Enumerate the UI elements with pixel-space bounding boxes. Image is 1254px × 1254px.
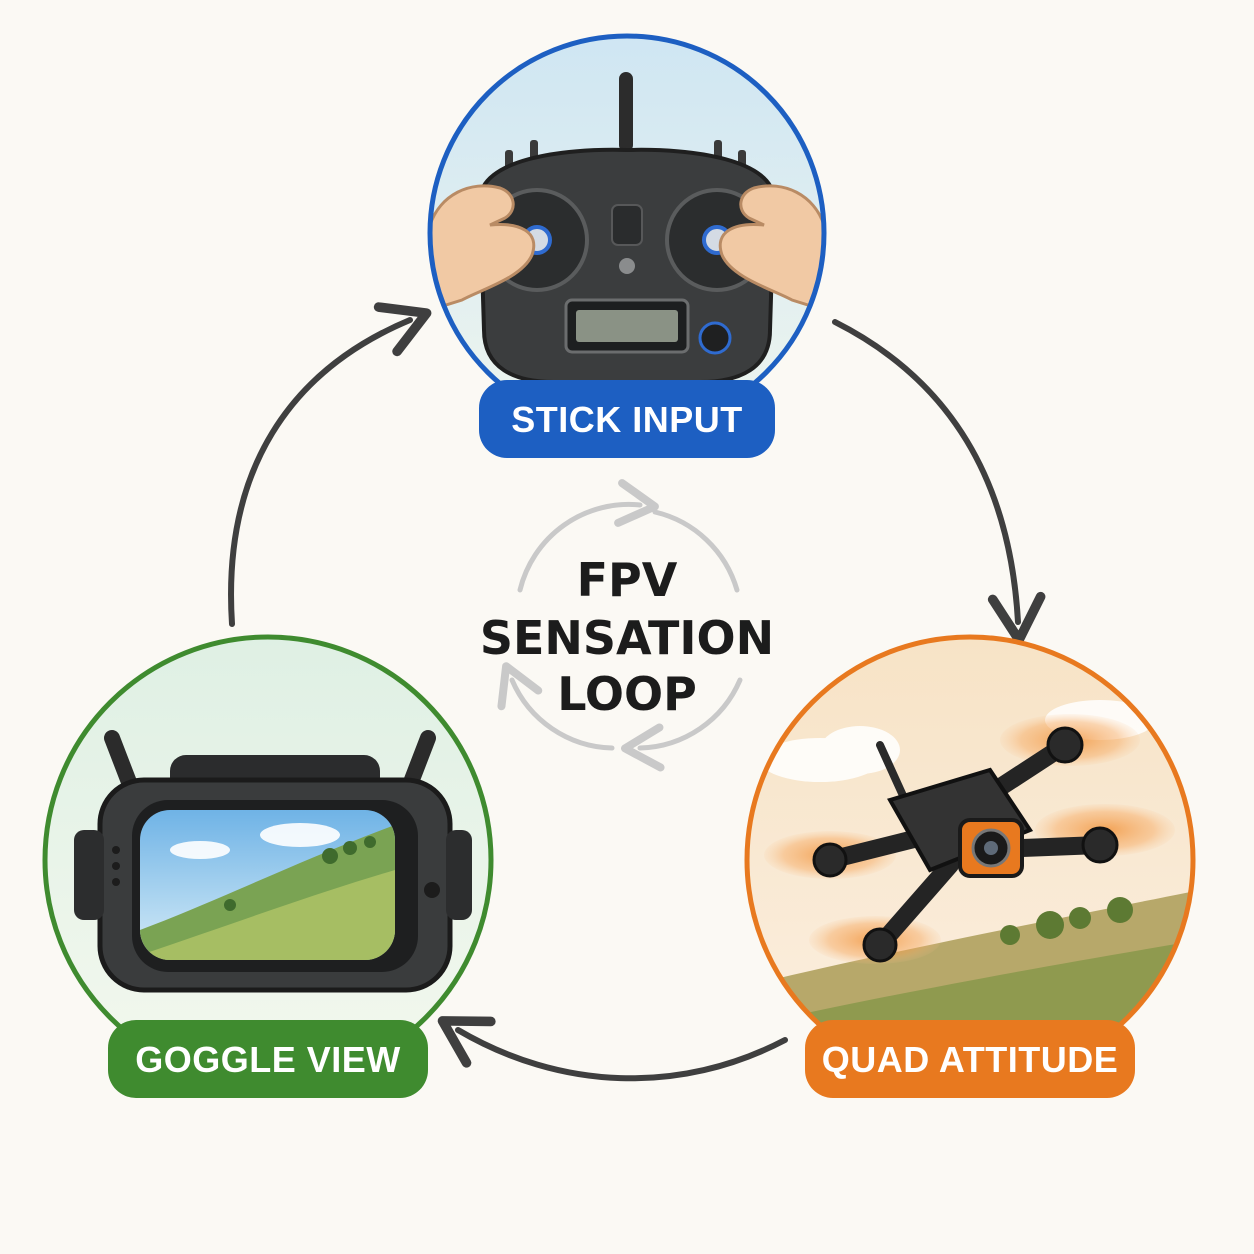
arrow-stick-to-quad	[832, 319, 1046, 645]
goggle-view-label: GOGGLE VIEW	[135, 1039, 401, 1080]
center-title-line-1: FPV	[577, 553, 678, 607]
fpv-quadcopter-icon	[764, 714, 1175, 964]
goggle-view-badge	[108, 1020, 428, 1098]
hands-icon	[430, 184, 824, 313]
stick-input-badge	[479, 380, 775, 458]
node-goggle-view: GOGGLE VIEW	[42, 634, 494, 1098]
center-cycle-ring	[497, 479, 743, 772]
center-title-line-2: SENSATION	[480, 611, 774, 665]
center-title: FPV SENSATION LOOP	[480, 553, 774, 721]
fpv-goggles-icon	[74, 755, 472, 993]
node-quad-attitude: QUAD ATTITUDE	[744, 634, 1196, 1098]
arrow-quad-to-goggle	[437, 1016, 788, 1082]
arrow-goggle-to-stick	[228, 302, 432, 627]
quad-attitude-badge	[805, 1020, 1135, 1098]
quad-attitude-label: QUAD ATTITUDE	[822, 1039, 1118, 1080]
center-title-line-3: LOOP	[557, 667, 697, 721]
stick-input-label: STICK INPUT	[511, 399, 743, 440]
node-stick-input: STICK INPUT	[427, 33, 827, 458]
